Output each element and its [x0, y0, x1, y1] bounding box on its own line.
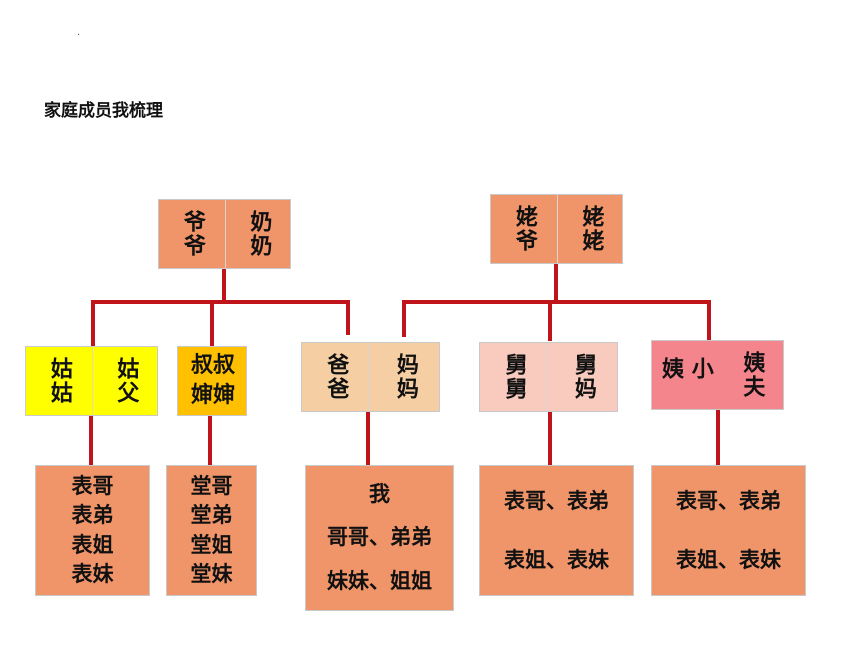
uncle-gu-label: 姑父 [113, 357, 139, 405]
aunt-jiu-label: 舅妈 [570, 353, 596, 401]
child-shu-3: 堂姐 [190, 532, 233, 557]
uncle-yi-label: 姨夫 [739, 351, 765, 399]
child-yi-2: 表姐、表妹 [676, 547, 781, 572]
connector-to-shu [210, 300, 214, 346]
children-yi-box: 表哥、表弟 表姐、表妹 [651, 465, 806, 596]
child-shu-1: 堂哥 [190, 473, 233, 498]
child-jiu-1: 表哥、表弟 [504, 488, 609, 513]
siblings-male-label: 哥哥、弟弟 [327, 525, 432, 550]
uncle-jiu: 舅舅 [480, 343, 547, 411]
connector-yi-children [716, 409, 720, 465]
connector-shu-children [208, 414, 212, 466]
aunt-gu: 姑姑 [26, 347, 92, 415]
page-title: 家庭成员我梳理 [44, 101, 163, 121]
grandfather-paternal-label: 爷爷 [179, 210, 205, 258]
grandfather-maternal-label: 姥爷 [511, 205, 537, 253]
siblings-female-label: 妹妹、姐姐 [327, 568, 432, 593]
aunt-yi-box: 小姨 姨夫 [651, 340, 784, 410]
me-label: 我 [369, 482, 390, 507]
grandmother-maternal-label: 姥姥 [578, 205, 604, 253]
children-me-box: 我 哥哥、弟弟 妹妹、姐姐 [305, 465, 454, 611]
dot-mark: · [77, 30, 81, 41]
grandmother-paternal: 奶奶 [225, 200, 292, 268]
father: 爸爸 [302, 343, 369, 411]
uncle-shu-label: 叔叔 [190, 353, 235, 379]
child-shu-2: 堂弟 [190, 503, 233, 528]
uncle-shu: 叔叔 婶婶 [178, 347, 248, 415]
father-label: 爸爸 [323, 353, 349, 401]
grandfather-maternal: 姥爷 [491, 195, 557, 263]
child-gu-4: 表妹 [71, 561, 114, 586]
connector-to-yi [707, 300, 711, 341]
connector-paternal-horizontal [91, 300, 350, 304]
uncle-gu: 姑父 [92, 347, 159, 415]
child-shu-4: 堂妹 [190, 561, 233, 586]
mother: 妈妈 [369, 343, 441, 411]
aunt-gu-label: 姑姑 [46, 357, 72, 405]
connector-to-jiu [548, 300, 552, 341]
child-gu-2: 表弟 [71, 503, 114, 528]
aunt-shen-label: 婶婶 [190, 383, 235, 408]
aunt-yi-label: 小姨 [658, 357, 713, 393]
child-yi-1: 表哥、表弟 [676, 488, 781, 513]
child-gu-3: 表姐 [71, 532, 114, 557]
connector-jiu-children [548, 411, 552, 465]
mother-label: 妈妈 [392, 353, 418, 401]
parents-box: 爸爸 妈妈 [301, 342, 440, 412]
children-jiu-box: 表哥、表弟 表姐、表妹 [479, 465, 634, 596]
uncle-jiu-label: 舅舅 [501, 353, 527, 401]
connector-to-gu [91, 300, 95, 346]
connector-maternal-down [554, 264, 558, 302]
connector-maternal-horizontal [402, 300, 711, 304]
connector-paternal-down [222, 269, 226, 302]
connector-to-father [346, 300, 350, 335]
aunt-gu-box: 姑姑 姑父 [25, 346, 158, 416]
aunt-yi: 小姨 [652, 341, 718, 409]
uncle-jiu-box: 舅舅 舅妈 [479, 342, 618, 412]
paternal-grandparents-box: 爷爷 奶奶 [158, 199, 291, 269]
uncle-shu-box: 叔叔 婶婶 [177, 346, 247, 416]
uncle-yi: 姨夫 [718, 341, 785, 409]
child-gu-1: 表哥 [71, 473, 114, 498]
children-shu-box: 堂哥 堂弟 堂姐 堂妹 [166, 465, 257, 596]
connector-me-children [366, 411, 370, 466]
grandmother-paternal-label: 奶奶 [246, 210, 272, 258]
grandfather-paternal: 爷爷 [159, 200, 225, 268]
connector-to-mother [402, 300, 406, 337]
aunt-jiu: 舅妈 [547, 343, 619, 411]
child-jiu-2: 表姐、表妹 [504, 547, 609, 572]
maternal-grandparents-box: 姥爷 姥姥 [490, 194, 623, 264]
grandmother-maternal: 姥姥 [557, 195, 624, 263]
children-gu-box: 表哥 表弟 表姐 表妹 [35, 465, 150, 596]
connector-gu-children [89, 414, 93, 466]
